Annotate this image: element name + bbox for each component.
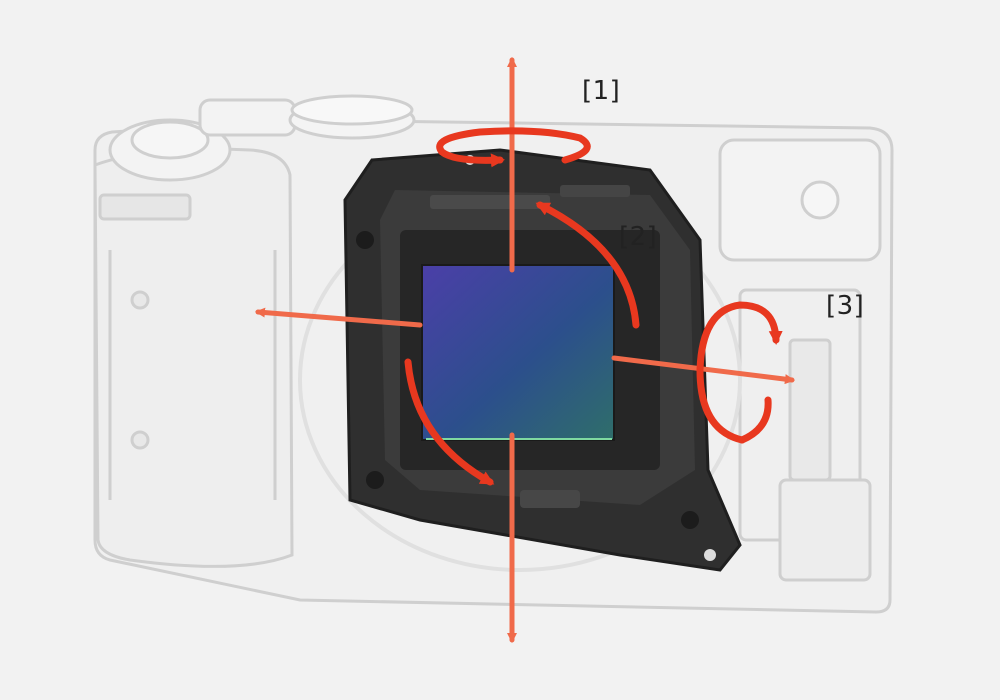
rotation-arrow-2a (535, 201, 640, 329)
axis-label-1: [1] (582, 76, 621, 106)
rotation-arrow-1 (436, 127, 591, 168)
rotation-arrow-2b (404, 358, 495, 486)
axis-label-3: [3] (826, 291, 865, 321)
arrow-left (255, 307, 423, 328)
rotation-arrow-3 (696, 301, 783, 444)
rotation-arrows (404, 127, 783, 486)
axis-label-2: [2] (619, 222, 658, 252)
image-sensor (421, 264, 615, 441)
